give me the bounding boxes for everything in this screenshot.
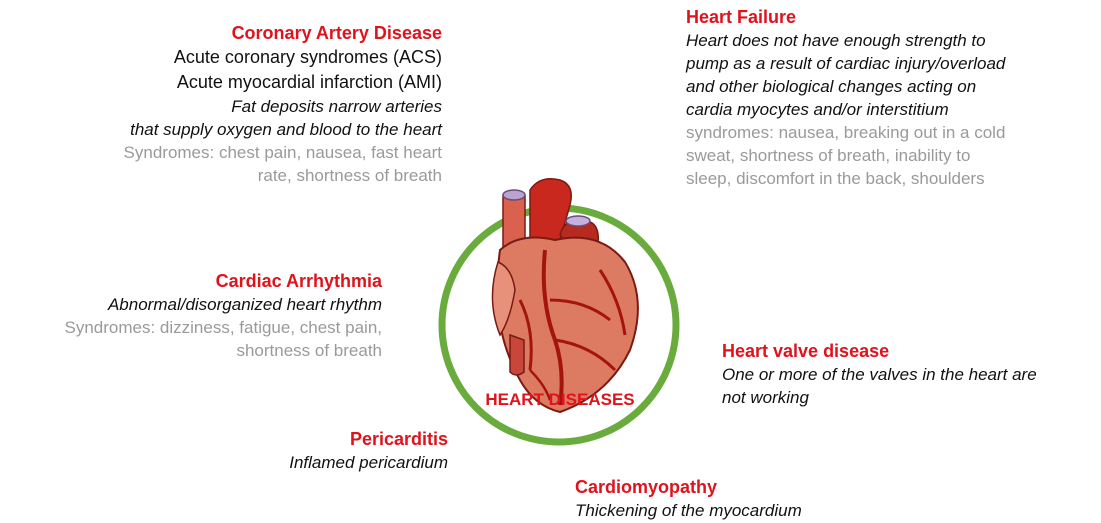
hf-syndromes-2: sweat, shortness of breath, inability to bbox=[686, 144, 1101, 167]
arrhythmia-syndromes-2: shortness of breath bbox=[0, 339, 382, 362]
cad-syndromes-1: Syndromes: chest pain, nausea, fast hear… bbox=[40, 141, 442, 164]
hf-desc-1: Heart does not have enough strength to bbox=[686, 29, 1101, 52]
hf-title: Heart Failure bbox=[686, 6, 1101, 29]
cardiomyopathy-title: Cardiomyopathy bbox=[575, 476, 875, 499]
cad-title: Coronary Artery Disease bbox=[40, 22, 442, 45]
hf-desc-2: pump as a result of cardiac injury/overl… bbox=[686, 52, 1101, 75]
cardiomyopathy-desc: Thickening of the myocardium bbox=[575, 499, 875, 522]
cardiomyopathy-block: Cardiomyopathy Thickening of the myocard… bbox=[575, 476, 875, 522]
hf-syndromes-3: sleep, discomfort in the back, shoulders bbox=[686, 167, 1101, 190]
cad-line-acs: Acute coronary syndromes (ACS) bbox=[40, 45, 442, 70]
hf-syndromes-1: syndromes: nausea, breaking out in a col… bbox=[686, 121, 1101, 144]
valve-desc-1: One or more of the valves in the heart a… bbox=[722, 363, 1101, 386]
valve-title: Heart valve disease bbox=[722, 340, 1101, 363]
cad-desc-1: Fat deposits narrow arteries bbox=[40, 95, 442, 118]
pericarditis-desc: Inflamed pericardium bbox=[200, 451, 448, 474]
hf-desc-3: and other biological changes acting on bbox=[686, 75, 1101, 98]
heart-failure-block: Heart Failure Heart does not have enough… bbox=[686, 6, 1101, 190]
center-label: HEART DISEASES bbox=[470, 390, 650, 410]
arrhythmia-syndromes-1: Syndromes: dizziness, fatigue, chest pai… bbox=[0, 316, 382, 339]
cad-desc-2: that supply oxygen and blood to the hear… bbox=[40, 118, 442, 141]
arrhythmia-title: Cardiac Arrhythmia bbox=[0, 270, 382, 293]
arrhythmia-desc: Abnormal/disorganized heart rhythm bbox=[0, 293, 382, 316]
hf-desc-4: cardia myocytes and/or interstitium bbox=[686, 98, 1101, 121]
cad-line-ami: Acute myocardial infarction (AMI) bbox=[40, 70, 442, 95]
coronary-artery-disease-block: Coronary Artery Disease Acute coronary s… bbox=[40, 22, 442, 187]
valve-desc-2: not working bbox=[722, 386, 1101, 409]
anatomical-heart-icon bbox=[492, 179, 637, 412]
cardiac-arrhythmia-block: Cardiac Arrhythmia Abnormal/disorganized… bbox=[0, 270, 382, 362]
pericarditis-block: Pericarditis Inflamed pericardium bbox=[200, 428, 448, 474]
cad-syndromes-2: rate, shortness of breath bbox=[40, 164, 442, 187]
pericarditis-title: Pericarditis bbox=[200, 428, 448, 451]
heart-valve-disease-block: Heart valve disease One or more of the v… bbox=[722, 340, 1101, 409]
